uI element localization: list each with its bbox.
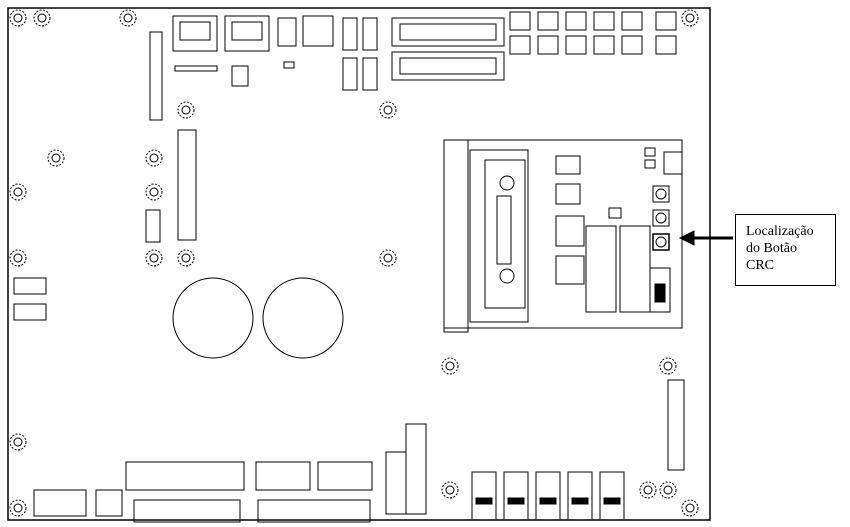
small-connector [537, 11, 559, 31]
vertical-header-top [149, 31, 163, 121]
button-top [652, 185, 670, 203]
module-card [443, 139, 683, 333]
small-connector [655, 11, 677, 31]
top-ribbon-headers [391, 17, 505, 81]
top-right-connectors [509, 11, 677, 55]
mounting-hole [119, 9, 137, 27]
board-outline [7, 7, 711, 521]
mounting-hole [9, 183, 27, 201]
callout-line-1: Localização [746, 224, 814, 239]
small-connector [537, 35, 559, 55]
small-connector [621, 35, 643, 55]
mounting-hole [681, 499, 699, 517]
small-connector [593, 11, 615, 31]
crc-button [652, 233, 670, 251]
bottom-connectors [33, 423, 427, 523]
mounting-hole [659, 357, 677, 375]
vertical-header-small [145, 209, 161, 243]
mounting-hole [47, 149, 65, 167]
dip-switch [535, 471, 561, 521]
dip-switch [471, 471, 497, 521]
left-small-connectors [13, 277, 47, 321]
crc-button-callout: Localização do Botão CRC [735, 214, 836, 286]
mounting-hole [441, 481, 459, 499]
mounting-hole [145, 183, 163, 201]
small-connector [593, 35, 615, 55]
mounting-hole [639, 481, 657, 499]
mounting-hole [33, 9, 51, 27]
mounting-hole [9, 499, 27, 517]
mounting-hole [681, 9, 699, 27]
mounting-hole [441, 357, 459, 375]
mounting-hole [177, 249, 195, 267]
mounting-holes [9, 9, 699, 517]
callout-arrow [678, 230, 733, 246]
small-connector [565, 35, 587, 55]
button-middle [652, 209, 670, 227]
ethernet-jacks [172, 15, 270, 72]
top-small-connectors [231, 15, 378, 91]
mounting-hole [659, 481, 677, 499]
right-vertical-header [667, 379, 685, 471]
callout-line-2: do Botão [746, 241, 797, 256]
capacitor-left [172, 277, 254, 359]
mounting-hole [9, 249, 27, 267]
mounting-hole [145, 249, 163, 267]
dip-switch [599, 471, 625, 521]
small-connector [565, 11, 587, 31]
vertical-header-center [177, 129, 197, 241]
bottom-right-switches [471, 471, 625, 521]
small-connector [509, 35, 531, 55]
mounting-hole [379, 101, 397, 119]
mounting-hole [145, 149, 163, 167]
mounting-hole [9, 433, 27, 451]
small-connector [621, 11, 643, 31]
dip-switch [567, 471, 593, 521]
dip-switch [503, 471, 529, 521]
mounting-hole [177, 101, 195, 119]
mounting-hole [9, 9, 27, 27]
callout-line-3: CRC [746, 258, 775, 273]
small-connector [655, 35, 677, 55]
small-connector [509, 11, 531, 31]
capacitor-right [262, 277, 344, 359]
mounting-hole [379, 249, 397, 267]
